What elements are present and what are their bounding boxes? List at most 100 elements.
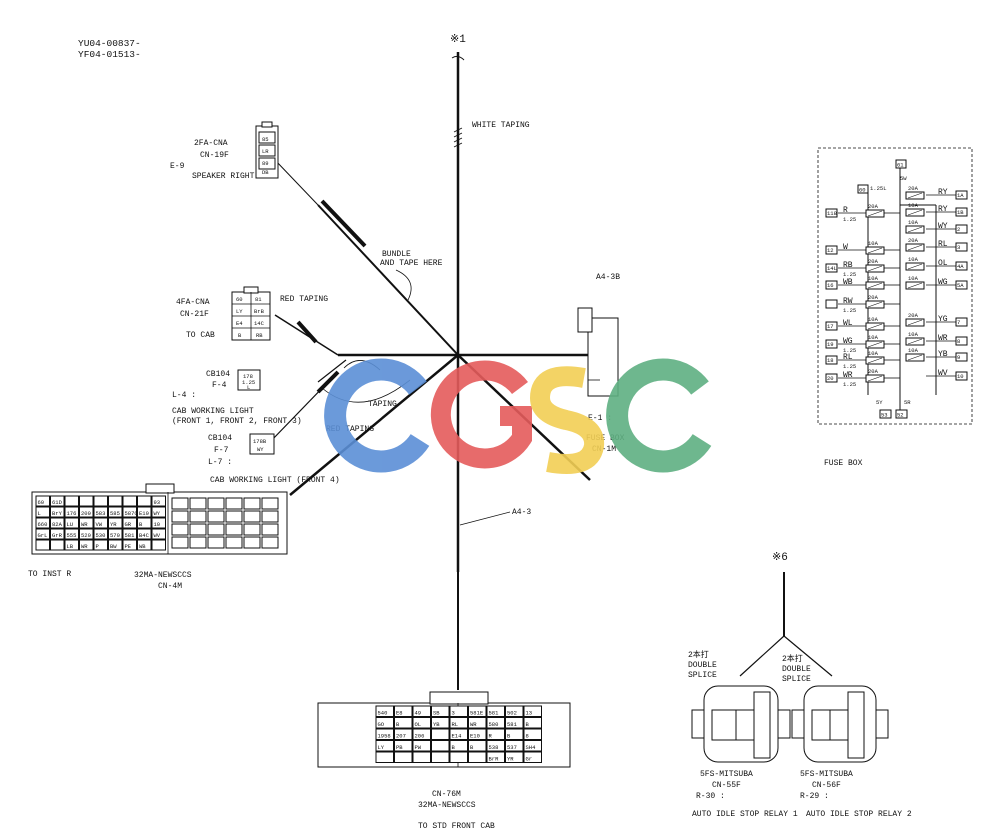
fuse-rating: 10A [908, 347, 919, 354]
fuse-right-wire: WG [938, 278, 948, 287]
connector-cell [523, 705, 542, 717]
fuse-right-terminal-label: 9 [957, 354, 960, 361]
fuse-rating: 10A [908, 256, 919, 263]
cn56f-splice-1: 2本打 [782, 653, 803, 664]
cn21f-pin-1: 60 [236, 296, 243, 303]
connector-cell-label: 3 [452, 710, 455, 717]
fuse-rating: 20A [908, 312, 919, 319]
connector-cell-empty [225, 536, 243, 549]
connector-cell [412, 740, 431, 752]
fuse-left-terminal-label: 16 [827, 282, 834, 289]
fuse-right-terminal-label: 8 [957, 338, 960, 345]
connector-cell [35, 539, 50, 551]
connector-cell-empty [261, 497, 279, 510]
fuse-left-terminal [825, 299, 838, 309]
connector-cell [375, 751, 394, 763]
connector-cell-label: WR [81, 543, 88, 550]
fuse-rating: 10A [868, 334, 879, 341]
fuse-top-terminal [857, 184, 869, 194]
red-taping-lower-mark [316, 370, 340, 394]
fuse-right-terminal-label: 3 [957, 244, 960, 251]
connector-cell-label: 49 [415, 710, 422, 717]
fuse-element-link [907, 338, 923, 345]
taping-label: TAPING [368, 400, 397, 409]
connector-cell [412, 728, 431, 740]
connector-cell-label: LU [67, 521, 74, 528]
connector-cell [93, 506, 108, 518]
connector-cell [50, 495, 65, 507]
red-taping-lower-label: RED TAPING [326, 425, 374, 434]
connector-cell-label: 1958 [378, 733, 391, 740]
connector-cell-label: B [526, 721, 530, 728]
connector-cell-empty [243, 497, 261, 510]
connector-cell [151, 517, 166, 529]
connector-cell-label: YR [110, 521, 117, 528]
cn19f-pin-1: 85 [262, 136, 269, 143]
fuse-right-wire: OL [938, 259, 948, 268]
cn76m-id: 32MA-NEWSCCS [418, 801, 476, 810]
connector-cell [93, 517, 108, 529]
cn56f-splice-2: DOUBLE [782, 665, 811, 674]
connector-cell [523, 728, 542, 740]
fuse-element-link [907, 244, 923, 251]
connector-cell-empty [207, 536, 225, 549]
connector-cell [64, 539, 79, 551]
fuse-rating: 20A [868, 258, 879, 265]
connector-cell [412, 717, 431, 729]
connector-cell-label: B [507, 733, 511, 740]
fuse-bottom-terminal [895, 409, 908, 419]
connector-cell [137, 506, 152, 518]
a43b-label: A4-3B [596, 273, 620, 282]
connector-cell [151, 539, 166, 551]
fuse-left-terminal-label: 20 [827, 375, 834, 382]
cn21f-pin-3: LY [236, 308, 243, 315]
mark-6: ※6 [772, 552, 788, 564]
f4-pin-2: 1.25 [242, 379, 255, 386]
f4-desc-2: (FRONT 1, FRONT 2, FRONT 3) [172, 417, 302, 426]
f7-desc: CAB WORKING LIGHT (FRONT 4) [210, 476, 340, 485]
cn19f-desc: SPEAKER RIGHT [192, 172, 255, 181]
cgsc-watermark-logo [324, 358, 712, 474]
fuse-top-wire: 5W [900, 175, 907, 182]
cn55f-ref: R-30 : [696, 792, 725, 801]
connector-cell-label: 530 [96, 532, 106, 539]
fuse-rating: 20A [868, 294, 879, 301]
connector-cell-label: B [396, 721, 400, 728]
connector-cell-label: WY [154, 510, 161, 517]
connector-cell-label: SH4 [526, 744, 537, 751]
connector-cell-label: L [38, 510, 41, 517]
cn19f-ref: E-9 [170, 162, 185, 171]
fuse-left-size: 1.25 [843, 307, 856, 314]
cn56f-desc: AUTO IDLE STOP RELAY 2 [806, 810, 912, 819]
connector-cell-empty [225, 497, 243, 510]
fuse-rating: 10A [908, 202, 919, 209]
cn21f-pin-6: 14C [254, 320, 265, 327]
fuse-element-link [907, 226, 923, 233]
fuse-rating: 10A [908, 219, 919, 226]
connector-cell-label: E8 [396, 710, 403, 717]
connector-cell [50, 506, 65, 518]
connector-cell [122, 495, 137, 507]
connector-cell-empty [171, 510, 189, 523]
connector-cell [375, 740, 394, 752]
connector-cell-empty [171, 497, 189, 510]
connector-cell-label: 581E [470, 710, 484, 717]
fuse-right-terminal-label: 7 [957, 319, 960, 326]
connector-cell-label: WV [154, 532, 161, 539]
cn55f-splice-3: SPLICE [688, 671, 717, 680]
fuse-top-terminal-label: 60 [859, 187, 866, 194]
connector-cell [394, 740, 413, 752]
connector-cell [468, 717, 487, 729]
fuse-element-link [867, 323, 883, 330]
fuse-left-terminal [825, 355, 838, 365]
fuse-right-terminal-label: 2 [957, 226, 960, 233]
connector-cell [122, 517, 137, 529]
connector-cell [468, 751, 487, 763]
connector-cell [394, 705, 413, 717]
connector-cell [412, 751, 431, 763]
f7-ref: L-7 : [208, 458, 232, 467]
connector-cell-empty [243, 510, 261, 523]
connector-cell [64, 517, 79, 529]
